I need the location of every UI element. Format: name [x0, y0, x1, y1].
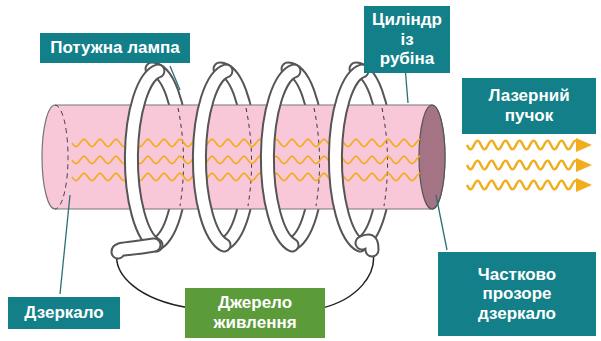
coil-lead: [362, 241, 372, 250]
coil-hidden: [314, 108, 320, 206]
label-text: Лазерний пучок: [470, 86, 588, 125]
mirror-end: [55, 105, 68, 209]
lamp-coil: [199, 71, 226, 245]
coil-lead: [118, 245, 154, 252]
beam-arrowhead: [576, 158, 592, 172]
ruby-cylinder: [42, 105, 445, 209]
lamp-coil: [199, 71, 226, 245]
laser-beam: [467, 181, 577, 190]
label-box: Лазерний пучок: [462, 78, 596, 134]
label-text: Циліндр із рубіна: [372, 10, 442, 69]
label-box: Потужна лампа: [40, 33, 190, 63]
lamp-coil: [267, 71, 294, 245]
leader-line: [60, 195, 70, 294]
laser-beam: [467, 161, 577, 170]
label-text: Джерело живлення: [193, 293, 317, 332]
lamp-coil: [335, 71, 362, 245]
label-box: Дзеркало: [8, 297, 120, 329]
beam-arrowhead: [576, 138, 592, 152]
coil-hidden: [246, 108, 252, 206]
coil-lead: [362, 241, 372, 250]
label-text: Частково прозоре дзеркало: [446, 265, 588, 324]
lamp-coil: [335, 71, 362, 245]
coil-lead: [118, 245, 154, 252]
wire: [117, 248, 190, 308]
beam-arrowhead: [576, 178, 592, 192]
lamp-coil: [131, 71, 158, 245]
power-box: Джерело живлення: [185, 288, 325, 338]
label-text: Дзеркало: [24, 303, 104, 323]
lamp-coil: [267, 71, 294, 245]
laser-beam: [467, 141, 577, 150]
leader-line: [436, 195, 447, 250]
leader-line: [170, 66, 180, 90]
label-box: Циліндр із рубіна: [364, 6, 450, 73]
label-box: Частково прозоре дзеркало: [438, 252, 596, 336]
partial-mirror-end: [419, 105, 445, 209]
lamp-coil: [131, 71, 158, 245]
light-wave: [72, 173, 420, 181]
label-text: Потужна лампа: [50, 38, 180, 58]
wire: [322, 248, 374, 308]
